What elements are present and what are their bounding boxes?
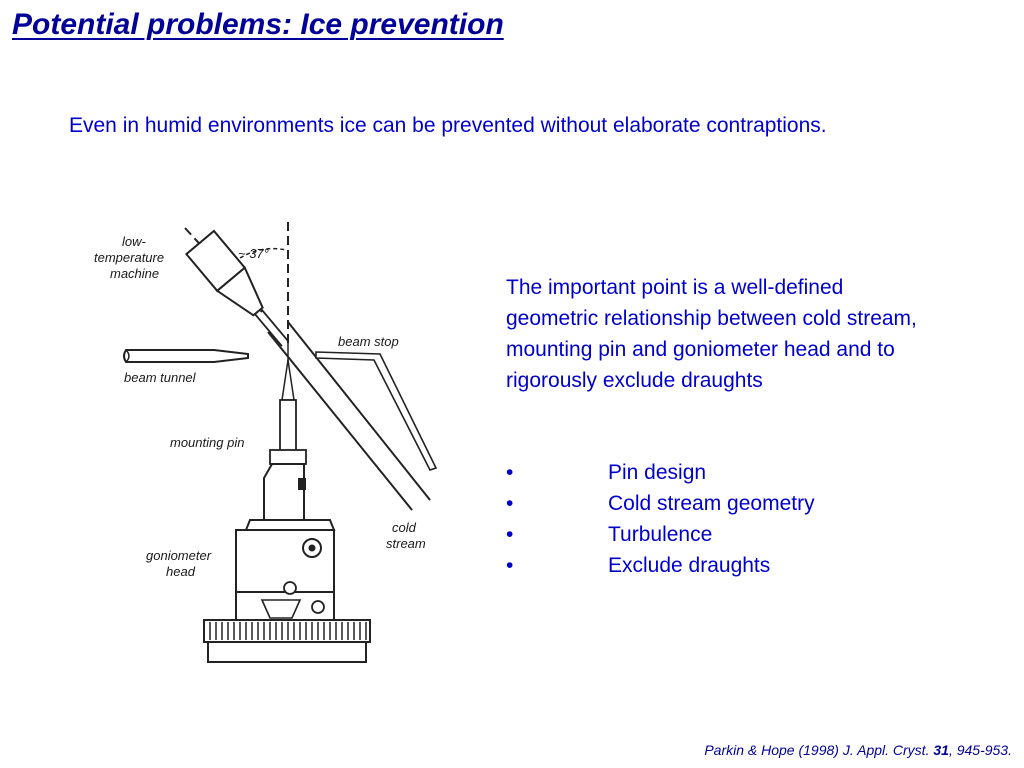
intro-text: Even in humid environments ice can be pr…: [69, 114, 827, 137]
mounting-pin: [279, 340, 297, 453]
slide-title: Potential problems: Ice prevention: [12, 8, 504, 41]
label-low-temp-1: low-: [122, 234, 147, 249]
low-temperature-machine: [184, 229, 289, 347]
bullet-marker: •: [506, 461, 514, 484]
bullet-text: Turbulence: [608, 523, 713, 546]
cryostream-diagram: low- temperature machine ~ 37° beam stop…: [94, 222, 438, 663]
bullet-marker: •: [506, 523, 514, 546]
citation: Parkin & Hope (1998) J. Appl. Cryst. 31,…: [704, 742, 1012, 758]
label-mounting-pin: mounting pin: [170, 435, 244, 450]
goniometer-head: [203, 449, 371, 663]
label-beam-tunnel: beam tunnel: [124, 370, 197, 385]
bullet-item: • Cold stream geometry: [506, 488, 815, 519]
bullet-item: • Turbulence: [506, 519, 815, 550]
bullet-marker: •: [506, 492, 514, 515]
bullet-text: Cold stream geometry: [608, 492, 815, 515]
beam-tunnel: [123, 349, 249, 363]
cold-stream-line-2: [287, 321, 431, 501]
label-gonio-2: head: [166, 564, 196, 579]
citation-prefix: Parkin & Hope (1998) J. Appl. Cryst.: [704, 742, 934, 758]
label-cold-1: cold: [392, 520, 417, 535]
citation-pages: , 945-953.: [948, 742, 1012, 758]
bullet-text: Exclude draughts: [608, 554, 771, 577]
bullet-list: • Pin design • Cold stream geometry • Tu…: [506, 457, 815, 581]
label-cold-2: stream: [386, 536, 426, 551]
bullet-text: Pin design: [608, 461, 707, 484]
bullet-item: • Pin design: [506, 457, 815, 488]
beam-stop: [315, 351, 438, 471]
label-angle: ~ 37°: [238, 246, 269, 261]
key-point-text: The important point is a well-defined ge…: [506, 276, 917, 392]
cold-stream-line-1: [267, 331, 413, 511]
label-beam-stop: beam stop: [338, 334, 399, 349]
label-low-temp-3: machine: [110, 266, 159, 281]
label-low-temp-2: temperature: [94, 250, 164, 265]
angle-arc: [239, 247, 287, 259]
label-gonio-1: goniometer: [146, 548, 212, 563]
bullet-marker: •: [506, 554, 514, 577]
bullet-item: • Exclude draughts: [506, 550, 815, 581]
citation-volume: 31: [933, 742, 949, 758]
